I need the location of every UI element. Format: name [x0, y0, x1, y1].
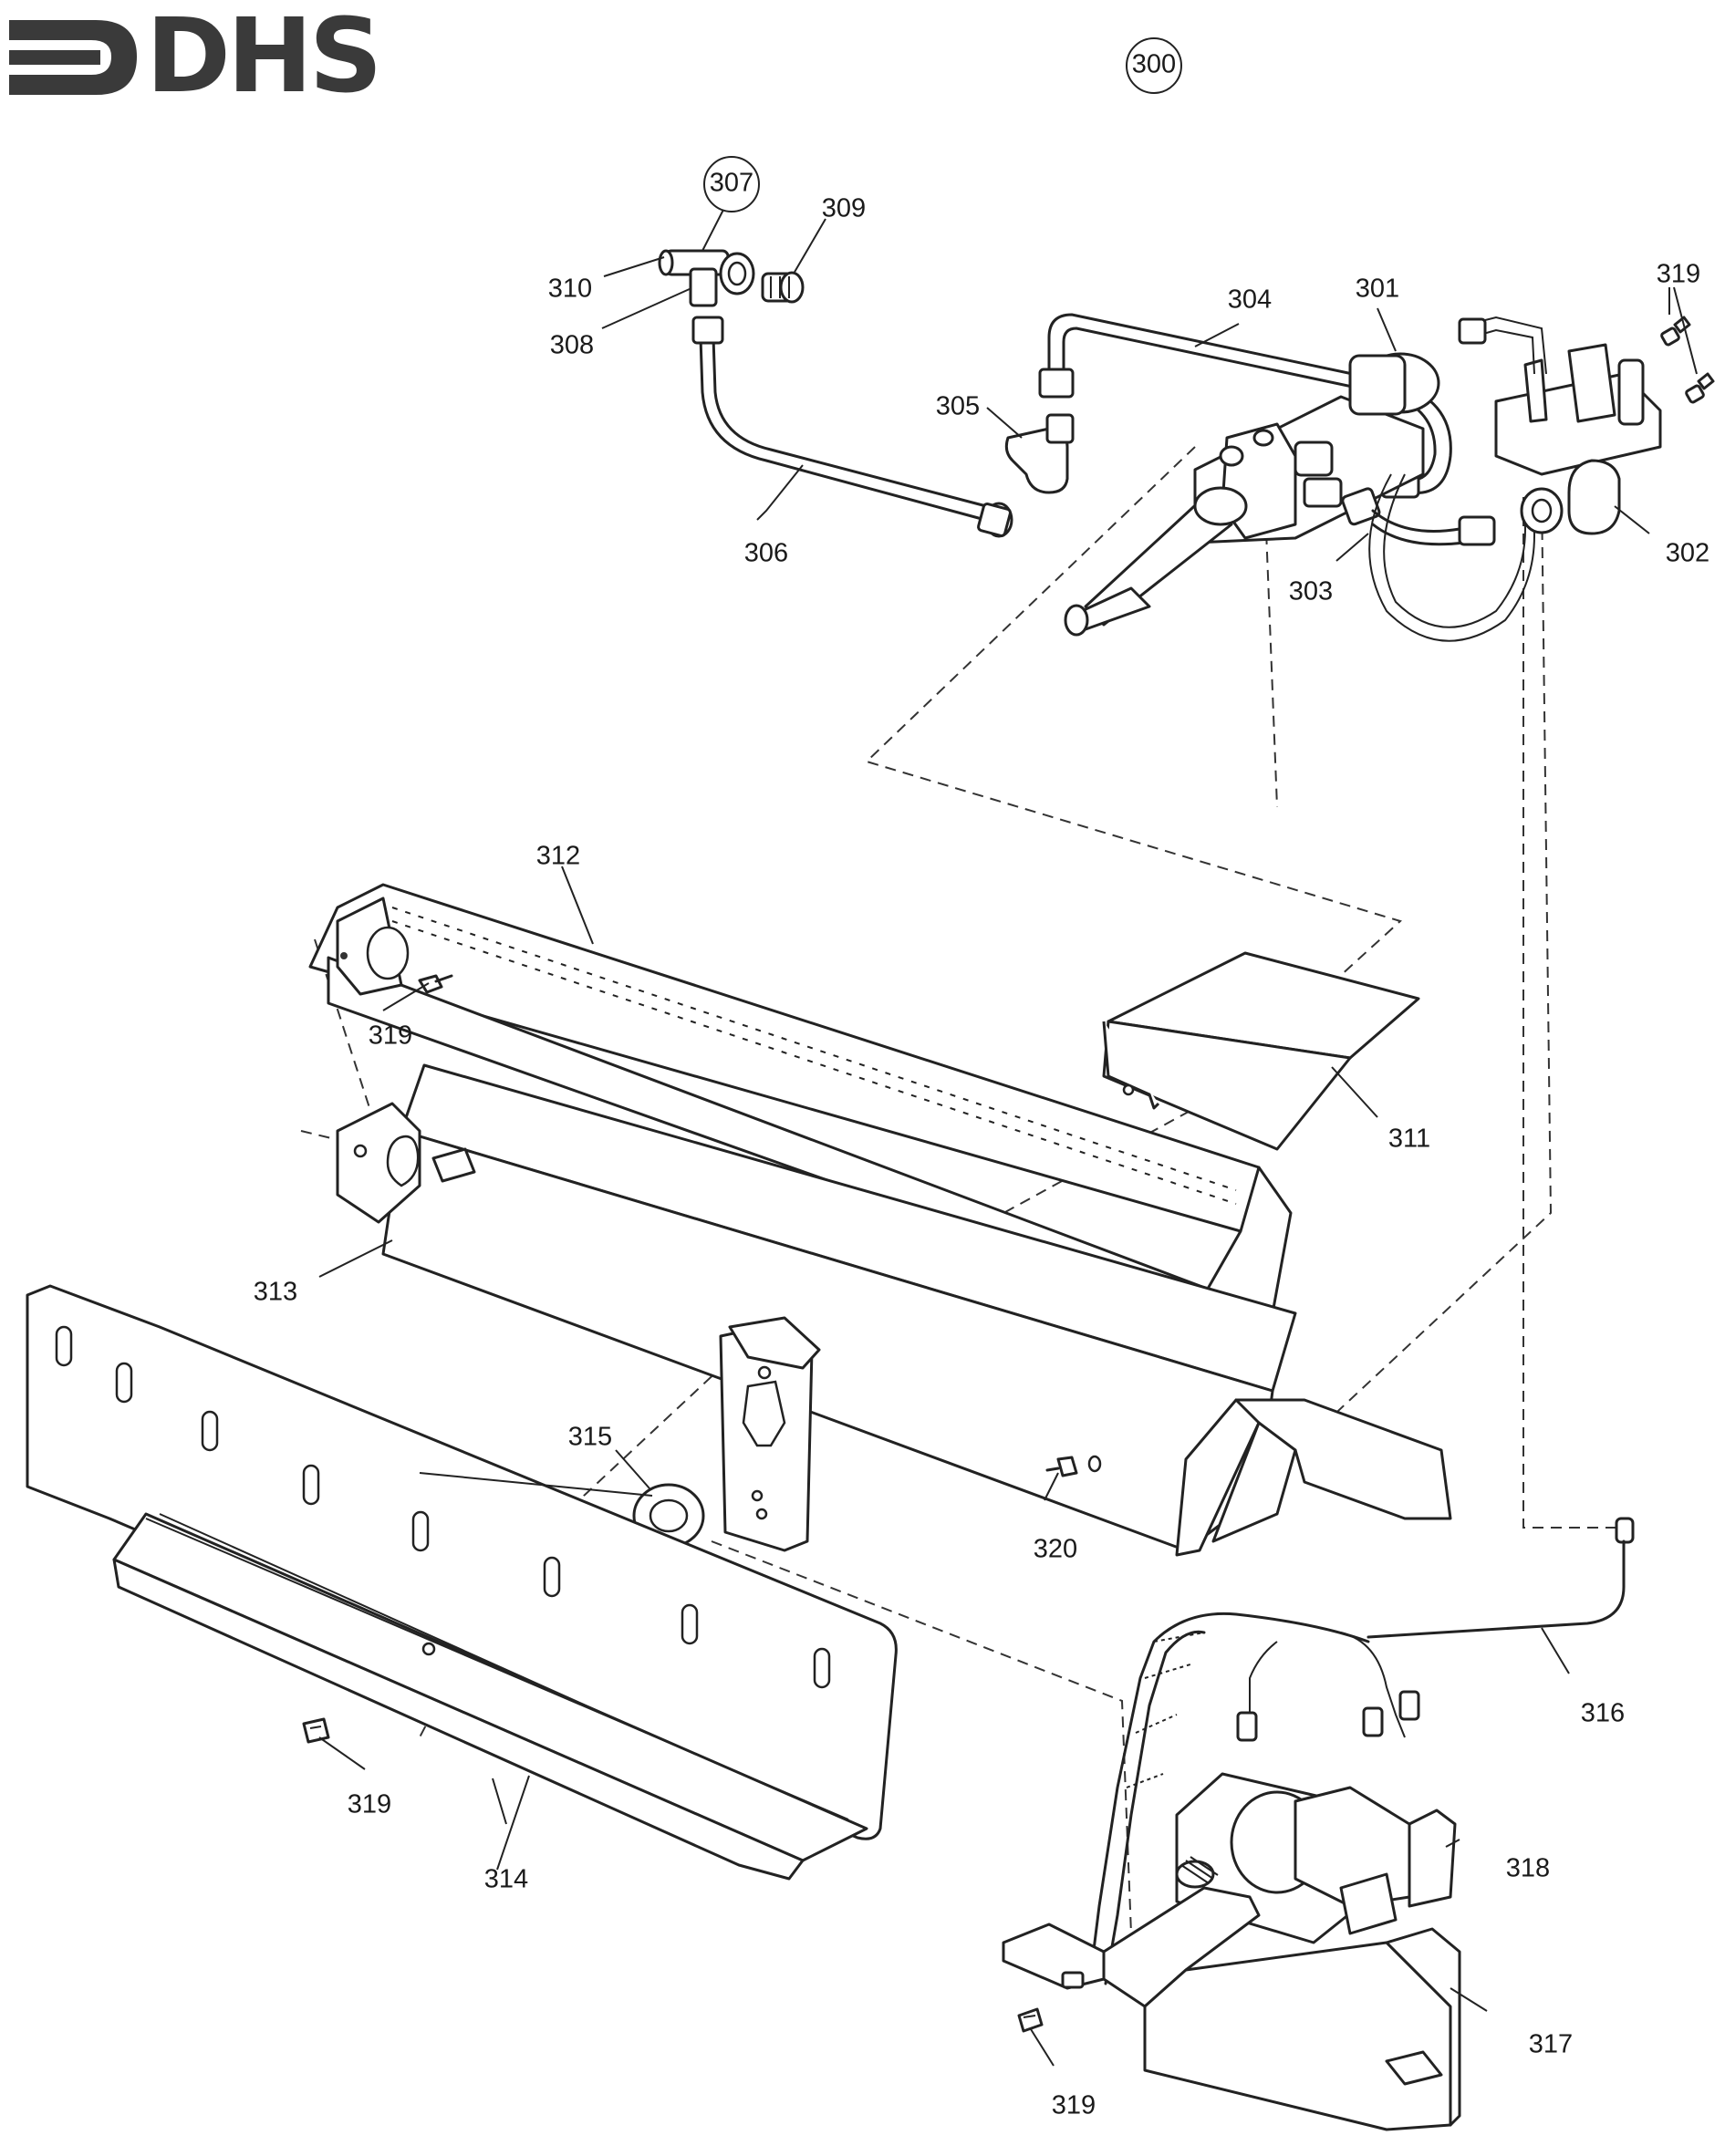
callout-318: 318	[1506, 1854, 1550, 1883]
leader-lines	[318, 205, 1698, 2067]
callout-304: 304	[1228, 285, 1272, 315]
callout-319-top: 319	[1657, 260, 1700, 289]
callout-311: 311	[1388, 1125, 1430, 1154]
callout-308: 308	[550, 331, 594, 360]
bracket-317	[1002, 1886, 1461, 2131]
nut-309	[761, 271, 805, 304]
callout-314: 314	[484, 1865, 528, 1894]
callout-307-circle	[703, 156, 760, 212]
screw-319-a	[1660, 316, 1691, 347]
callout-315: 315	[568, 1423, 612, 1452]
gas-valve-301	[1064, 352, 1440, 637]
screw-320	[1045, 1455, 1102, 1477]
grommet-315	[632, 1483, 705, 1549]
pilot-assembly-302	[1458, 316, 1662, 535]
screw-319-d	[302, 1717, 330, 1744]
callout-316: 316	[1581, 1699, 1625, 1728]
callout-307: 307	[710, 169, 753, 198]
callout-319-burner: 319	[369, 1021, 412, 1051]
elbow-305	[1004, 413, 1075, 494]
screw-319-b	[1685, 372, 1715, 404]
callout-303: 303	[1289, 577, 1333, 606]
callout-301: 301	[1356, 275, 1399, 304]
callout-319-bracket: 319	[1052, 2091, 1096, 2120]
tee-fitting-308	[658, 249, 755, 307]
tube-303	[1341, 473, 1535, 642]
callout-310: 310	[548, 275, 592, 304]
assembly-number: 300	[1132, 50, 1176, 79]
assembly-circle	[1126, 37, 1182, 94]
callout-313: 313	[254, 1278, 297, 1307]
callout-305: 305	[936, 392, 980, 421]
panel-314	[26, 1284, 898, 1881]
logo-arrow-icon	[9, 20, 137, 95]
burner-312	[308, 883, 1293, 1329]
callout-labels: 300 307 309 310 308 304 301 319 305 306 …	[254, 37, 1709, 2120]
callout-319-panel: 319	[348, 1790, 391, 1819]
logo-text: DHS	[146, 0, 379, 116]
piezo-igniter-318	[1175, 1772, 1457, 1944]
shield-311	[1102, 951, 1420, 1151]
callout-306: 306	[744, 539, 788, 568]
tube-306	[691, 316, 1013, 538]
callout-302: 302	[1666, 539, 1709, 568]
screw-319-e	[1017, 2007, 1044, 2033]
callout-317: 317	[1529, 2030, 1573, 2059]
burner-housing-313	[336, 1063, 1452, 1557]
igniter-wire-316	[1088, 1517, 1635, 1985]
callout-309: 309	[822, 194, 866, 223]
callout-320: 320	[1034, 1535, 1077, 1564]
dhs-logo: DHS	[0, 0, 397, 116]
screw-319-c	[418, 974, 453, 994]
callout-312: 312	[536, 842, 580, 871]
